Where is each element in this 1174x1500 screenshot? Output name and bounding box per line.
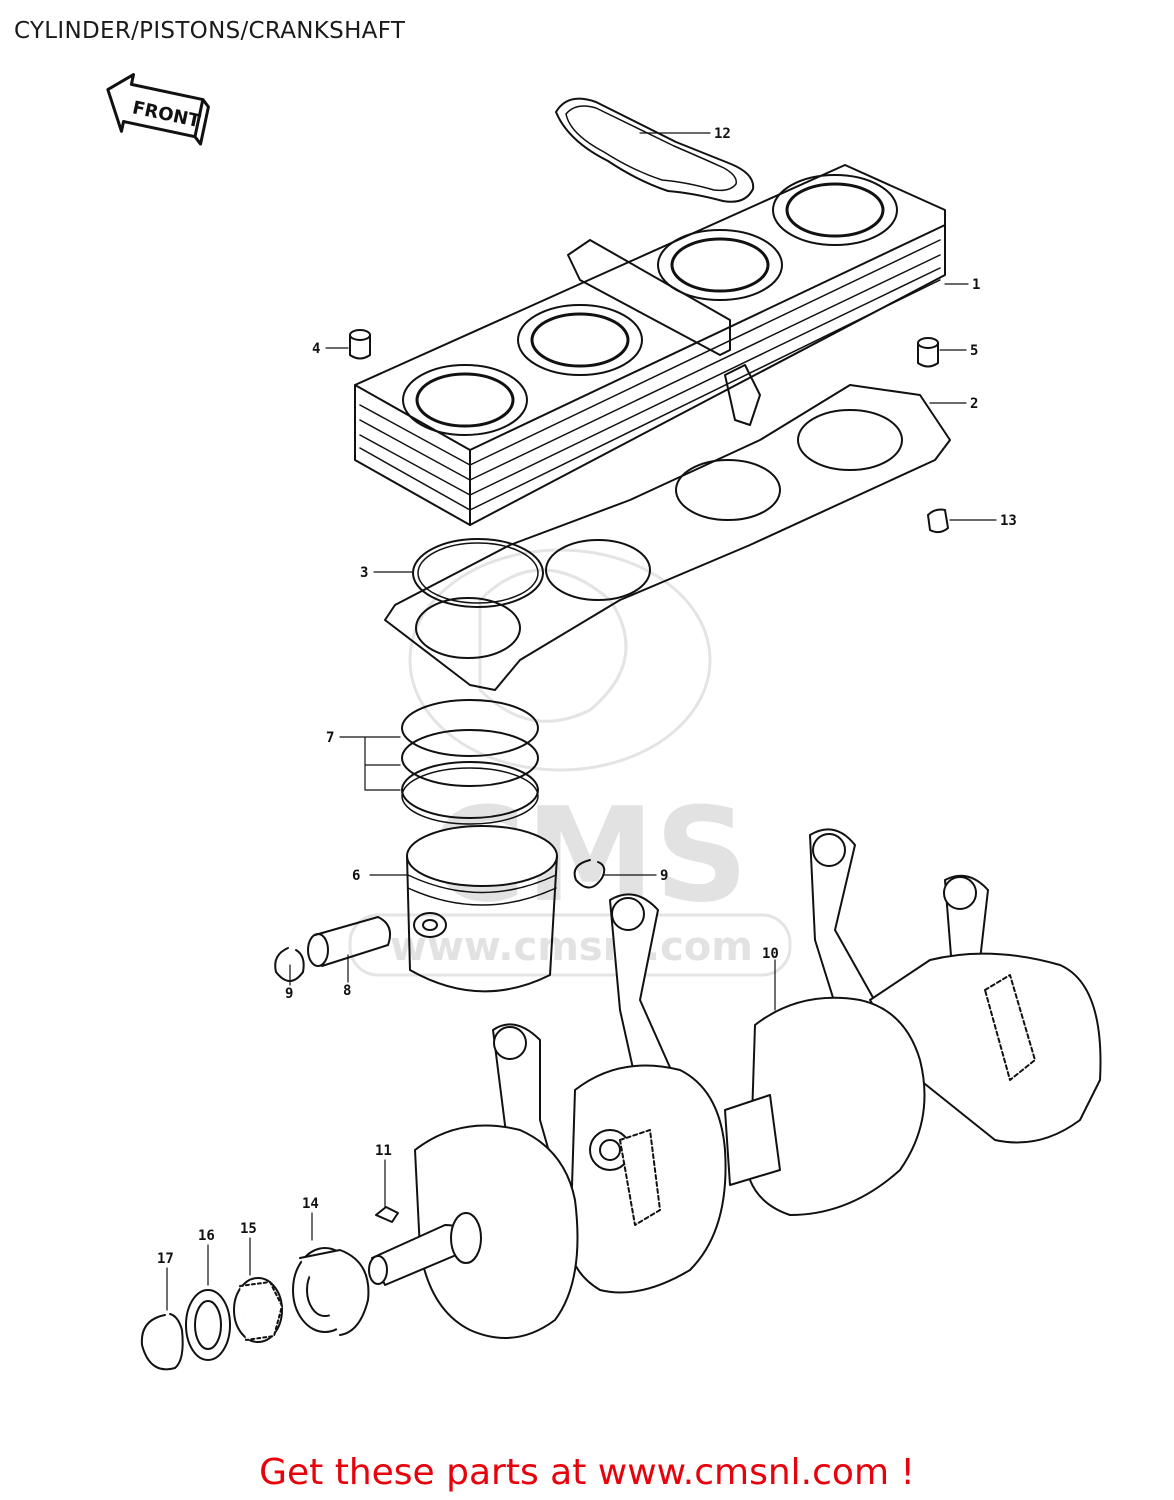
callout-16: 16	[198, 1228, 215, 1244]
cylinder-block	[354, 164, 946, 526]
callout-2: 2	[970, 396, 978, 412]
watermark-url: www.cmsnl.com	[390, 924, 753, 970]
plug	[927, 508, 949, 534]
callout-11: 11	[375, 1143, 392, 1159]
piston-pin	[307, 916, 391, 967]
dowel-pin-left	[349, 329, 371, 360]
circlip-right	[573, 859, 606, 889]
piston	[406, 825, 558, 993]
needle-bearing-icon	[233, 1277, 283, 1343]
dowel-pin-right	[917, 337, 939, 368]
callout-12: 12	[714, 126, 731, 142]
callout-14: 14	[302, 1196, 319, 1212]
callout-15: 15	[240, 1221, 257, 1237]
callout-3: 3	[360, 565, 368, 581]
page-title: CYLINDER/PISTONS/CRANKSHAFT	[14, 18, 406, 44]
callout-17: 17	[157, 1251, 174, 1267]
callout-10: 10	[762, 946, 779, 962]
callout-9-right: 9	[660, 868, 668, 884]
seal-bearing-group	[140, 1247, 370, 1371]
callout-7: 7	[326, 730, 334, 746]
callout-13: 13	[1000, 513, 1017, 529]
callout-6: 6	[352, 868, 360, 884]
parts-diagram: CMS www.cmsnl.com FRONT	[106, 73, 1102, 1371]
head-gasket	[555, 97, 755, 203]
promo-link[interactable]: Get these parts at www.cmsnl.com !	[259, 1452, 915, 1493]
promo-banner[interactable]: Get these parts at www.cmsnl.com !	[0, 1452, 1174, 1493]
callout-1: 1	[972, 277, 980, 293]
o-ring	[412, 538, 544, 608]
callout-9-left: 9	[285, 986, 293, 1002]
front-arrow-icon: FRONT	[106, 73, 210, 146]
cms-watermark: CMS www.cmsnl.com	[348, 548, 792, 977]
callout-4: 4	[312, 341, 320, 357]
snap-ring-icon	[140, 1313, 184, 1371]
callout-5: 5	[970, 343, 978, 359]
base-gasket	[384, 384, 951, 691]
crank-nose-main	[368, 1206, 482, 1286]
callout-labels: 12 1 4 5 2 13 3 7 6 9 10 9 8 11 14 16 15…	[157, 126, 1017, 1267]
piston-rings	[401, 699, 539, 825]
crankshaft	[414, 828, 1102, 1339]
callout-8: 8	[343, 983, 351, 999]
leader-lines	[166, 132, 997, 1311]
